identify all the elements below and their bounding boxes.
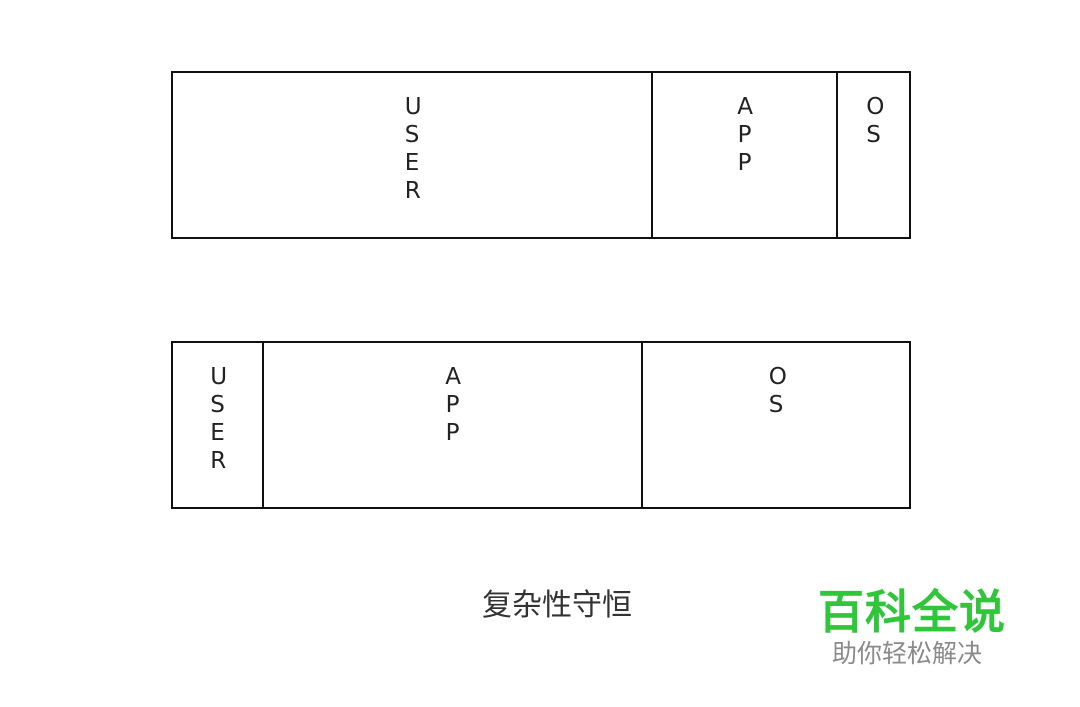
segment-app: APP: [651, 73, 836, 237]
diagram-bar-bottom: USER APP OS: [171, 341, 911, 509]
segment-label-app: APP: [445, 364, 461, 446]
segment-os: OS: [641, 343, 909, 507]
segment-label-os: OS: [768, 364, 787, 418]
segment-user: USER: [173, 343, 262, 507]
watermark-title: 百科全说: [818, 585, 1006, 639]
segment-label-os: OS: [866, 94, 885, 148]
diagram-caption: 复杂性守恒: [482, 588, 632, 623]
segment-label-app: APP: [737, 94, 753, 176]
segment-label-user: USER: [404, 94, 422, 204]
segment-user: USER: [173, 73, 651, 237]
segment-os: OS: [836, 73, 909, 237]
diagram-bar-top: USER APP OS: [171, 71, 911, 239]
segment-label-user: USER: [210, 364, 228, 474]
watermark-subtitle: 助你轻松解决: [832, 639, 983, 668]
segment-app: APP: [262, 343, 641, 507]
